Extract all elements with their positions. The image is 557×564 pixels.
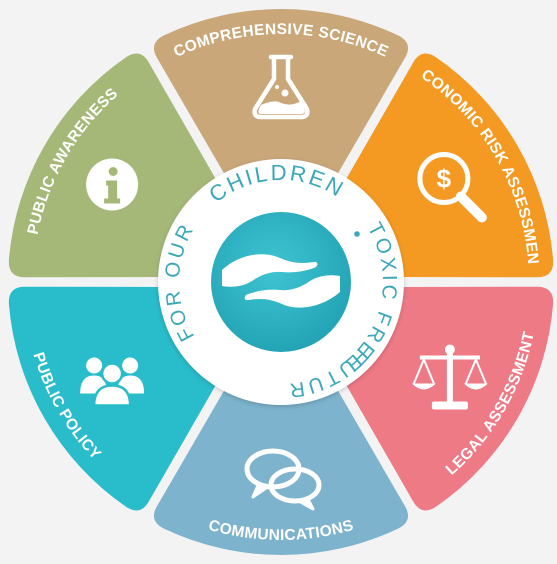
chat-bubbles-icon bbox=[244, 448, 322, 511]
ring-dot-separator bbox=[354, 231, 360, 237]
flask-icon bbox=[252, 54, 310, 120]
people-group-icon bbox=[80, 357, 145, 407]
dollar-magnifier-icon: $ bbox=[417, 152, 487, 223]
segment-science bbox=[153, 8, 409, 178]
scales-icon bbox=[411, 344, 488, 410]
info-icon bbox=[86, 158, 139, 211]
hub-core bbox=[211, 212, 351, 352]
hands-icon bbox=[222, 254, 340, 308]
segment-economic bbox=[344, 53, 554, 278]
svg-text:$: $ bbox=[437, 164, 452, 194]
icons-layer: $ bbox=[80, 54, 488, 511]
